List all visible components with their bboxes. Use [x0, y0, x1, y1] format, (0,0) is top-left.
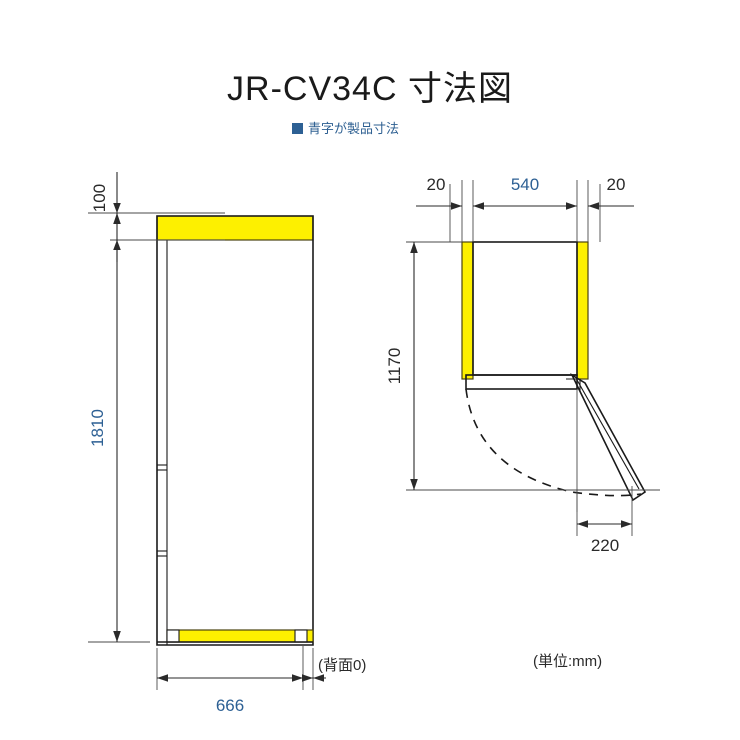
dimension-220: 220: [576, 486, 633, 555]
dimension-label-666: 666: [216, 696, 244, 715]
top-view-door-open-centerline: [576, 379, 640, 490]
top-view-door-open: [570, 372, 647, 502]
top-view-group: 20 540 20: [385, 175, 660, 555]
dimension-label-1810: 1810: [88, 409, 107, 447]
arrow-left-icon: [577, 520, 588, 528]
top-view-door-closed: [465, 374, 578, 390]
dimension-label-1170: 1170: [385, 348, 404, 385]
arrow-right-icon: [313, 674, 324, 682]
arrow-right-icon: [621, 520, 632, 528]
legend-marker-icon: [292, 123, 303, 134]
side-view-group: 100 1810 666: [88, 172, 366, 715]
arrow-left-icon: [157, 674, 168, 682]
arrow-up-icon: [410, 242, 418, 253]
dimension-label-100: 100: [90, 184, 109, 212]
units-note: (単位:mm): [533, 653, 602, 670]
legend-label: 青字が製品寸法: [308, 121, 399, 136]
side-view-foot-front-icon: [166, 629, 180, 643]
arrow-down-icon: [113, 203, 121, 213]
dimension-label-20-right: 20: [607, 175, 626, 194]
dimension-20-left: 20: [416, 175, 474, 242]
dimension-label-540: 540: [511, 175, 539, 194]
side-view-body-outline: [156, 215, 314, 646]
top-view-body-outline: [472, 241, 578, 376]
arrow-down-icon: [113, 631, 121, 642]
dimension-1810: 1810: [88, 212, 150, 643]
dimension-label-220: 220: [591, 536, 619, 555]
side-view-top-highlight: [156, 215, 314, 241]
dimension-540: 540: [473, 175, 577, 210]
arrow-right-icon: [292, 674, 303, 682]
arrow-right-icon: [566, 202, 577, 210]
arrow-left-icon: [473, 202, 484, 210]
arrow-left-icon: [302, 674, 313, 682]
arrow-left-icon: [588, 202, 599, 210]
dimension-label-20-left: 20: [427, 175, 446, 194]
side-view-foot-rear-icon: [294, 629, 308, 643]
arrow-down-icon: [410, 479, 418, 490]
dimension-rear-clearance: (背面0): [302, 648, 366, 690]
dimension-666: 666: [156, 646, 304, 715]
top-view-door-swing-arc: [465, 388, 642, 497]
side-view-door-segments: [157, 464, 167, 557]
top-view-hinge-detail: [566, 378, 581, 392]
dimension-label-rear-clearance: (背面0): [318, 657, 366, 674]
arrow-right-icon: [451, 202, 462, 210]
arrow-up-icon: [113, 213, 121, 224]
top-view-left-highlight: [461, 241, 474, 380]
side-view-base-highlight: [166, 629, 314, 643]
dimension-20-right: 20: [576, 175, 634, 242]
page-title: JR-CV34C 寸法図: [227, 70, 513, 108]
top-view-right-highlight: [576, 241, 589, 380]
dimension-1170: 1170: [385, 241, 660, 491]
legend: 青字が製品寸法: [292, 121, 399, 136]
